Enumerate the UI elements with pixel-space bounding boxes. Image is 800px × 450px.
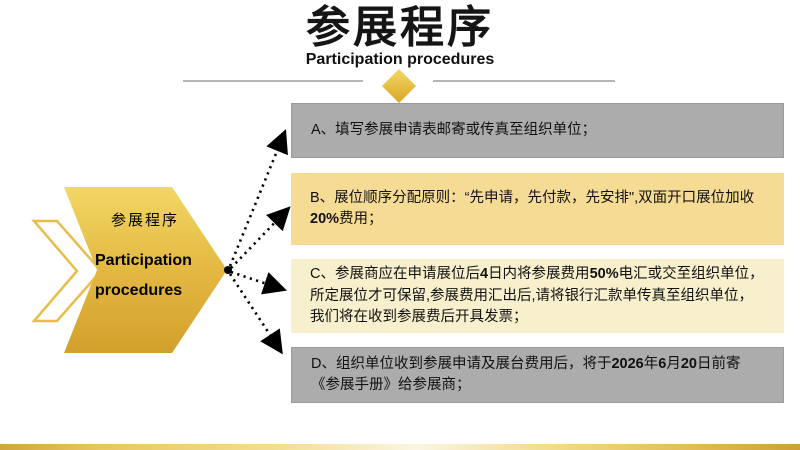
gold-arrow-label-en-line1: Participation bbox=[95, 252, 192, 269]
bottom-gradient-bar bbox=[0, 444, 800, 450]
diamond-icon bbox=[382, 69, 416, 103]
connector-arrow-c bbox=[230, 270, 287, 295]
connector-arrow-b bbox=[230, 206, 291, 269]
connector-arrow-a bbox=[228, 129, 288, 267]
box-text: C、参展商应在申请展位后4日内将参展费用50%电汇或交至组织单位，所定展位才可保… bbox=[310, 266, 764, 325]
chevron-outline-icon bbox=[31, 219, 103, 323]
process-box-c: C、参展商应在申请展位后4日内将参展费用50%电汇或交至组织单位，所定展位才可保… bbox=[291, 259, 784, 333]
page-subtitle: Participation procedures bbox=[305, 51, 495, 68]
gold-arrow-label: 参展程序 Participation procedures bbox=[95, 209, 220, 305]
box-text: B、展位顺序分配原则：“先申请，先付款，先安排",双面开口展位加收20%费用； bbox=[310, 189, 755, 227]
box-text: A、填写参展申请表邮寄或传真至组织单位； bbox=[311, 121, 597, 138]
header-divider bbox=[183, 69, 615, 103]
gold-arrow-label-en-line2: procedures bbox=[95, 281, 183, 299]
connector-arrow-d bbox=[228, 273, 283, 355]
dotted-connectors bbox=[228, 129, 291, 355]
process-box-d: D、组织单位收到参展申请及展台费用后，将于2026年6月20日前寄《参展手册》给… bbox=[291, 347, 784, 403]
connector-origin-dot bbox=[224, 266, 232, 274]
page-title: 参展程序 bbox=[306, 2, 494, 53]
process-box-a: A、填写参展申请表邮寄或传真至组织单位； bbox=[291, 103, 784, 158]
gold-arrow-shape bbox=[64, 187, 227, 353]
process-box-b: B、展位顺序分配原则：“先申请，先付款，先安排",双面开口展位加收20%费用； bbox=[291, 173, 784, 245]
gold-arrow-label-zh: 参展程序 bbox=[111, 212, 180, 229]
box-text: D、组织单位收到参展申请及展台费用后，将于2026年6月20日前寄《参展手册》给… bbox=[311, 355, 741, 393]
